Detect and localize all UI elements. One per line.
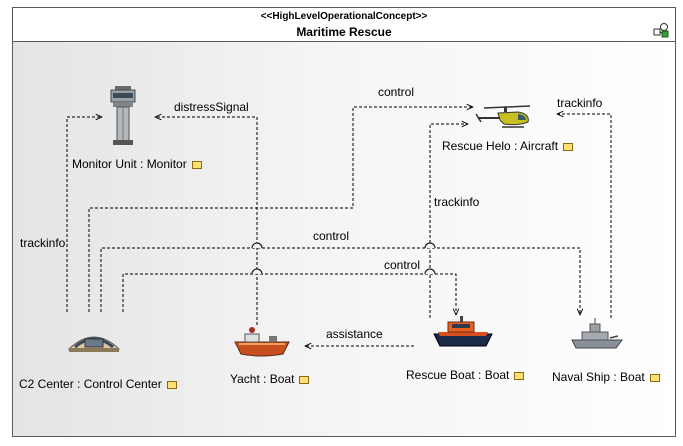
- note-icon[interactable]: [299, 376, 310, 384]
- node-label-c2[interactable]: C2 Center : Control Center: [19, 377, 177, 391]
- distress-signal-connector: [155, 117, 258, 325]
- diagram-type-icon[interactable]: [653, 22, 669, 38]
- control-center-icon[interactable]: [67, 327, 121, 353]
- note-icon[interactable]: [514, 372, 525, 380]
- line-hop: [251, 268, 263, 275]
- trackinfo-naval-connector: [557, 114, 612, 318]
- node-name: Rescue Helo : Aircraft: [442, 139, 559, 153]
- connector-label-control-helo[interactable]: control: [378, 85, 415, 99]
- node-label-helo[interactable]: Rescue Helo : Aircraft: [442, 139, 574, 153]
- node-name: Rescue Boat : Boat: [406, 368, 510, 382]
- note-icon[interactable]: [563, 143, 574, 151]
- node-name: Yacht : Boat: [230, 372, 295, 386]
- connector-label-control-rescue[interactable]: control: [384, 258, 421, 272]
- diagram-header: <<HighLevelOperationalConcept>> Maritime…: [13, 8, 675, 42]
- line-hop: [424, 242, 436, 249]
- diagram-frame: <<HighLevelOperationalConcept>> Maritime…: [12, 7, 676, 437]
- note-icon[interactable]: [166, 381, 177, 389]
- note-icon[interactable]: [649, 374, 660, 382]
- connector-label-distress-signal[interactable]: distressSignal: [174, 100, 249, 114]
- connector-label-assistance[interactable]: assistance: [326, 327, 383, 341]
- node-label-naval-ship[interactable]: Naval Ship : Boat: [552, 370, 660, 384]
- diagram-title: Maritime Rescue: [296, 25, 392, 39]
- connector-label-trackinfo-helo[interactable]: trackinfo: [434, 195, 480, 209]
- connector-label-trackinfo-c2[interactable]: trackinfo: [20, 236, 66, 250]
- node-name: C2 Center : Control Center: [19, 377, 162, 391]
- trackinfo-helo-connector: [429, 124, 468, 318]
- control-naval-connector: [100, 247, 580, 315]
- control-rescue-connector: [122, 273, 456, 315]
- lifeboat-icon[interactable]: [432, 316, 494, 350]
- line-hop: [251, 242, 263, 249]
- node-label-monitor[interactable]: Monitor Unit : Monitor: [72, 157, 202, 171]
- node-label-rescue-boat[interactable]: Rescue Boat : Boat: [406, 368, 525, 382]
- helicopter-icon[interactable]: [474, 104, 536, 132]
- control-tower-icon[interactable]: [105, 84, 141, 146]
- node-name: Naval Ship : Boat: [552, 370, 645, 384]
- line-hop: [424, 268, 436, 275]
- trackinfo-c2-connector: [66, 117, 102, 312]
- control-helo-connector: [88, 107, 473, 312]
- node-label-yacht[interactable]: Yacht : Boat: [230, 372, 310, 386]
- note-icon[interactable]: [191, 161, 202, 169]
- diagram-stereotype: <<HighLevelOperationalConcept>>: [260, 11, 428, 22]
- connector-label-trackinfo-naval[interactable]: trackinfo: [557, 96, 603, 110]
- node-name: Monitor Unit : Monitor: [72, 157, 187, 171]
- yacht-icon[interactable]: [233, 322, 291, 358]
- connector-label-control-naval[interactable]: control: [313, 229, 350, 243]
- warship-icon[interactable]: [570, 318, 624, 352]
